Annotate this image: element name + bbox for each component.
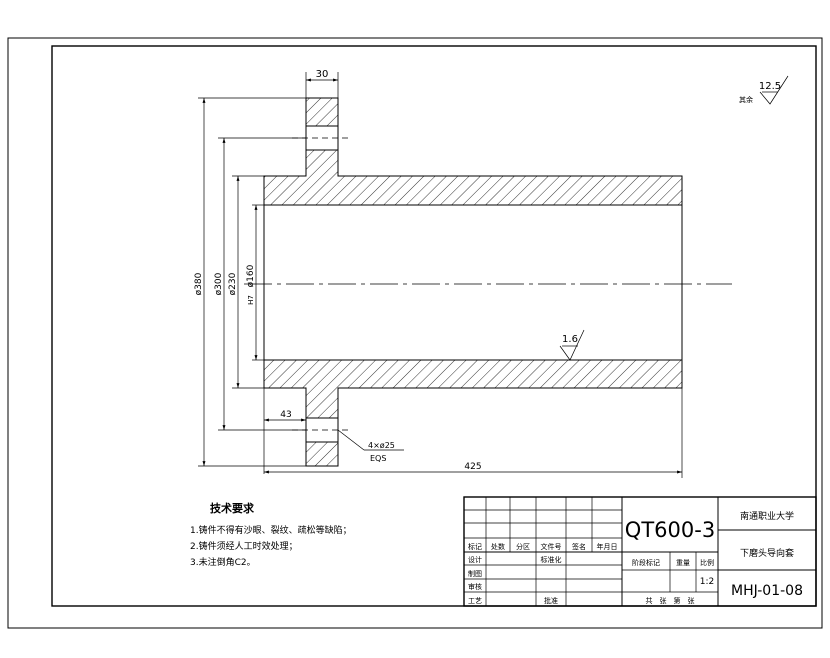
tb-scale: 1:2 (700, 577, 714, 587)
tb-sheets: 共 张 第 张 (646, 596, 695, 605)
tb-material: QT600-3 (625, 518, 715, 542)
tb-drawing-no: MHJ-01-08 (731, 583, 803, 599)
tb-standard: 标准化 (541, 555, 562, 564)
tb-check: 审核 (468, 582, 482, 591)
dim-bore-tolerance: H7 (247, 295, 255, 305)
tech-requirements: 技术要求 1.铸件不得有沙眼、裂纹、疏松等缺陷； 2.铸件须经人工时效处理； 3… (190, 501, 352, 568)
flange-lower-outer (305, 441, 339, 467)
tb-date: 年月日 (597, 542, 618, 551)
holes-note: EQS (370, 454, 386, 463)
tb-approve: 批准 (544, 596, 558, 605)
tech-item-1: 1.铸件不得有沙眼、裂纹、疏松等缺陷； (190, 524, 352, 536)
roughness-bore: 1.6 (559, 329, 585, 361)
tb-process: 工艺 (468, 597, 482, 605)
tech-item-3: 3.未注倒角C2。 (190, 556, 256, 568)
part-section (244, 97, 732, 467)
outer-border (7, 37, 823, 629)
title-block: 标记 处数 分区 文件号 签名 年月日 设计 标准化 制图 审核 工艺 批准 Q… (463, 496, 817, 607)
tb-part-name: 下磨头导向套 (740, 547, 794, 559)
tech-item-2: 2.铸件须经人工时效处理； (190, 540, 298, 552)
body-upper-wall (263, 149, 683, 206)
tb-zone: 分区 (516, 542, 530, 551)
tb-scale-label: 比例 (700, 558, 714, 567)
tb-sign: 签名 (572, 542, 586, 551)
roughness-general-value: 12.5 (759, 81, 781, 92)
flange-upper-outer (305, 97, 339, 127)
roughness-general-note: 其余 (739, 95, 753, 104)
dim-dia-380: ø380 (194, 272, 204, 295)
tb-doc-no: 文件号 (541, 542, 562, 551)
dim-dia-230: ø230 (228, 272, 238, 295)
tech-title: 技术要求 (210, 501, 255, 515)
tb-stage-mark: 阶段标记 (632, 558, 660, 567)
roughness-general: 12.5 其余 (739, 75, 789, 105)
inner-border (51, 45, 817, 607)
tb-school: 南通职业大学 (740, 510, 794, 522)
tb-mark: 标记 (468, 542, 482, 551)
dim-flange-width: 30 (316, 69, 329, 80)
holes-callout: 4×ø25 (368, 441, 395, 450)
roughness-bore-value: 1.6 (562, 334, 578, 345)
tb-weight: 重量 (676, 559, 690, 567)
dim-dia-300: ø300 (214, 272, 224, 295)
dimensions: 30 ø380 ø300 ø230 ø160 H7 43 425 (194, 69, 683, 478)
dim-total-length: 425 (464, 462, 481, 472)
body-lower-wall (263, 359, 683, 419)
tb-design: 设计 (468, 555, 482, 564)
tb-draw: 制图 (468, 569, 482, 578)
dim-dia-160: ø160 (246, 264, 256, 287)
tb-count: 处数 (491, 542, 505, 551)
dim-left-offset: 43 (280, 410, 291, 420)
